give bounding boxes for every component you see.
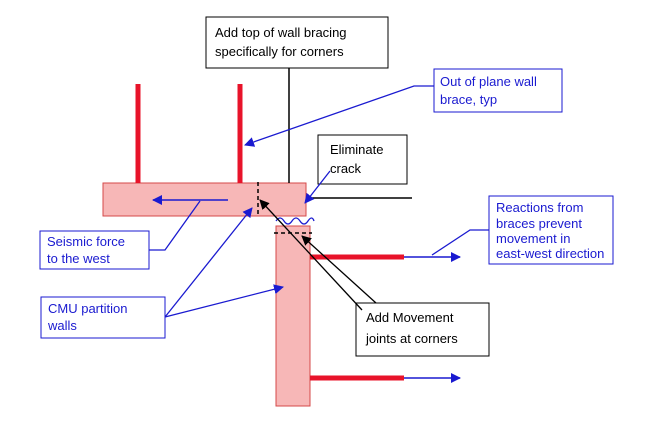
movement-joints-line-1: Add Movement: [366, 310, 454, 325]
reactions-line-4: east-west direction: [496, 246, 604, 261]
top-bracing-line-1: Add top of wall bracing: [215, 25, 347, 40]
movement-joints-leader-2: [301, 235, 377, 304]
cmu-line-2: walls: [47, 318, 77, 333]
eliminate-crack-line-1: Eliminate: [330, 142, 383, 157]
crack-squiggle: [275, 217, 315, 225]
reactions-line-2: braces prevent: [496, 216, 582, 231]
out-of-plane-leader: [244, 85, 434, 147]
top-bracing-line-2: specifically for corners: [215, 44, 344, 59]
reactions-line-1: Reactions from: [496, 200, 583, 215]
seismic-line-1: Seismic force: [47, 234, 125, 249]
cmu-line-1: CMU partition: [48, 301, 127, 316]
callout-movement-joints: Add Movement joints at corners: [355, 302, 490, 357]
callout-top-bracing: Add top of wall bracing specifically for…: [205, 16, 389, 69]
callout-eliminate-crack: Eliminate crack: [317, 134, 408, 185]
cmu-leader-vertical-wall: [164, 284, 284, 318]
out-of-plane-line-2: brace, typ: [440, 92, 497, 107]
reactions-leader: [431, 229, 489, 256]
eliminate-crack-leader: [304, 170, 331, 204]
seismic-line-2: to the west: [47, 251, 110, 266]
seismic-leader: [149, 200, 201, 251]
callout-seismic: Seismic force to the west: [39, 230, 150, 270]
callout-cmu: CMU partition walls: [40, 296, 166, 339]
eliminate-crack-line-2: crack: [330, 161, 362, 176]
out-of-plane-line-1: Out of plane wall: [440, 74, 537, 89]
callout-out-of-plane: Out of plane wall brace, typ: [433, 68, 563, 113]
reactions-line-3: movement in: [496, 231, 570, 246]
vertical-cmu-wall: [275, 225, 311, 407]
movement-joints-line-2: joints at corners: [365, 331, 458, 346]
movement-joints-leader-1: [259, 199, 363, 311]
cmu-leader-horizontal-wall: [164, 207, 253, 318]
callout-reactions: Reactions from braces prevent movement i…: [488, 195, 614, 265]
